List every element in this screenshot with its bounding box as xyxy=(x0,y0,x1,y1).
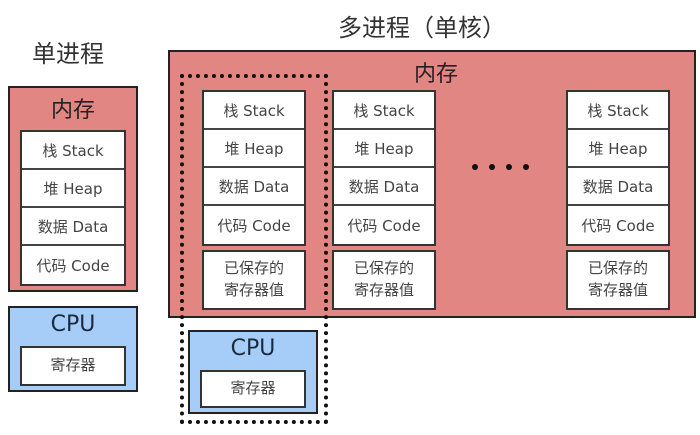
multi-register-box: 寄存器 xyxy=(200,370,306,408)
segment-heap: 堆 Heap xyxy=(334,130,434,168)
ellipsis-dot xyxy=(489,164,495,170)
segment-heap: 堆 Heap xyxy=(204,130,304,168)
process-n-saved-registers: 已保存的 寄存器值 xyxy=(566,250,670,310)
ellipsis-dot xyxy=(506,164,512,170)
process-1-segments: 栈 Stack 堆 Heap 数据 Data 代码 Code xyxy=(202,90,306,246)
segment-code: 代码 Code xyxy=(217,216,291,235)
single-process-title: 单进程 xyxy=(32,40,104,68)
process-2-segments: 栈 Stack 堆 Heap 数据 Data 代码 Code xyxy=(332,90,436,246)
multi-cpu-label: CPU xyxy=(230,336,276,361)
single-cpu-block: CPU 寄存器 xyxy=(8,306,138,392)
single-cpu-label: CPU xyxy=(50,312,96,337)
segment-code: 代码 Code xyxy=(581,216,655,235)
segment-data: 数据 Data xyxy=(204,168,304,206)
segment-data: 数据 Data xyxy=(334,168,434,206)
single-memory-label: 内存 xyxy=(50,98,95,123)
multi-memory-label: 内存 xyxy=(413,62,458,87)
multi-process-title: 多进程（单核） xyxy=(338,14,506,42)
segment-code: 代码 Code xyxy=(347,216,421,235)
segment-data: 数据 Data xyxy=(568,168,668,206)
ellipsis-dot xyxy=(472,164,478,170)
single-memory-segments: 栈 Stack 堆 Heap 数据 Data 代码 Code xyxy=(20,130,126,286)
process-n-segments: 栈 Stack 堆 Heap 数据 Data 代码 Code xyxy=(566,90,670,246)
single-register-box: 寄存器 xyxy=(20,346,126,386)
segment-heap: 堆 Heap xyxy=(568,130,668,168)
segment-heap: 堆 Heap xyxy=(22,170,124,208)
multi-cpu-block: CPU 寄存器 xyxy=(188,330,318,414)
segment-stack: 栈 Stack xyxy=(22,132,124,170)
process-2-saved-registers: 已保存的 寄存器值 xyxy=(332,250,436,310)
segment-stack: 栈 Stack xyxy=(568,92,668,130)
process-1-saved-registers: 已保存的 寄存器值 xyxy=(202,250,306,310)
multi-memory-block: 内存 栈 Stack 堆 Heap 数据 Data 代码 Code 已保存的 寄… xyxy=(168,50,696,318)
ellipsis-dots xyxy=(470,162,540,172)
segment-stack: 栈 Stack xyxy=(204,92,304,130)
segment-data: 数据 Data xyxy=(22,208,124,246)
segment-code: 代码 Code xyxy=(36,256,110,275)
single-memory-block: 内存 栈 Stack 堆 Heap 数据 Data 代码 Code xyxy=(8,86,138,292)
segment-stack: 栈 Stack xyxy=(334,92,434,130)
ellipsis-dot xyxy=(523,164,529,170)
